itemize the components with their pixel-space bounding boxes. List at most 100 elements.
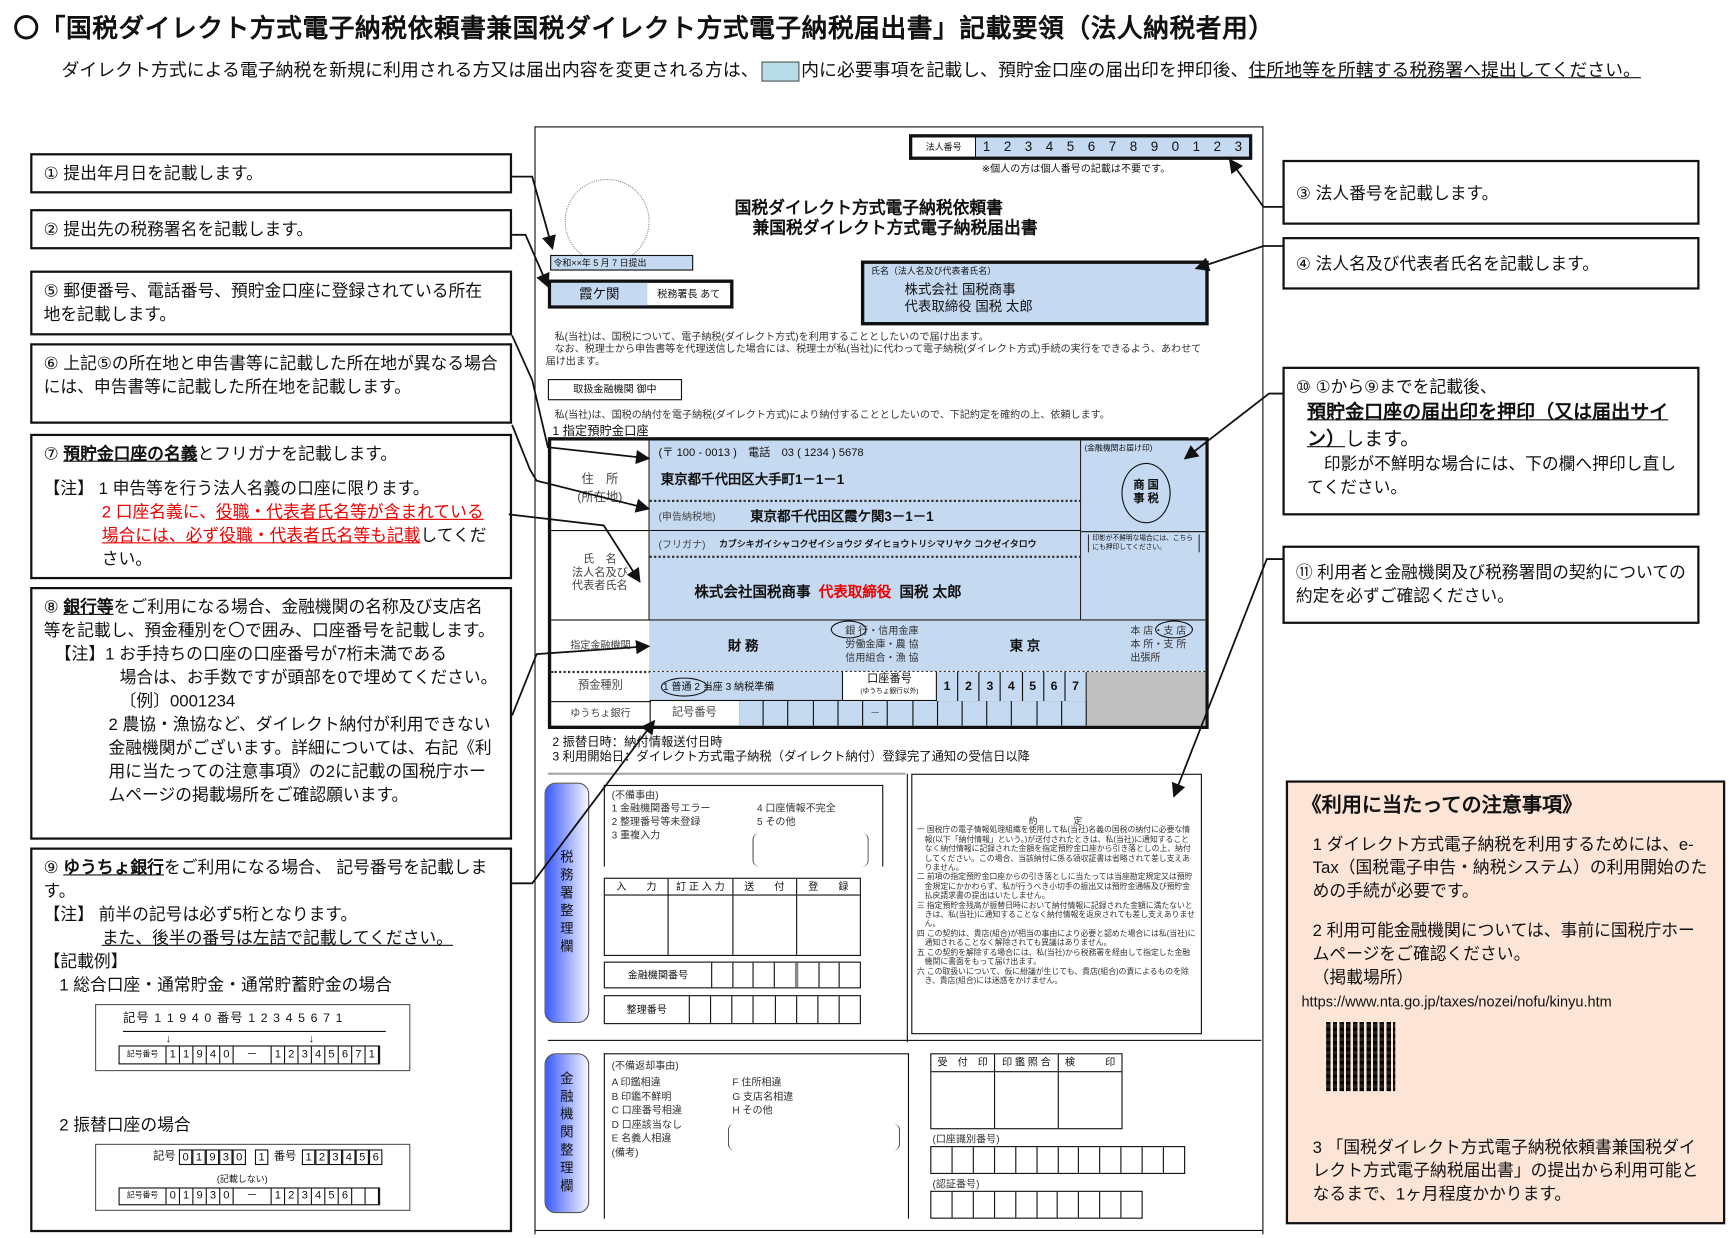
auth-number-box — [1016, 1191, 1038, 1218]
holder-name: 株式会社国税商事 代表取締役 国税 太郎 — [694, 580, 961, 601]
account-number-label: 口座番号 (ゆうちょ銀行以外) — [841, 671, 937, 702]
example-cell: 9 — [193, 1188, 207, 1205]
tax-place-value: 東京都千代田区霞ケ関3－1－1 — [750, 508, 934, 525]
address-value: 東京都千代田区大手町1－1－1 — [660, 471, 845, 488]
form-title-2: 兼国税ダイレクト方式電子納税届出書 — [752, 219, 1038, 239]
bank-field[interactable]: 財 務 銀 行・信用金庫労働金庫・農 協信用組合・漁 協 東 京 本 店・支 店… — [649, 620, 1206, 671]
request-text: 私(当社)は、国税の納付を電子納税(ダイレクト方式)により納付することとしたいの… — [554, 409, 1110, 421]
account-id-label: (口座識別番号) — [932, 1133, 1000, 1145]
return-item: C 口座番号相違 — [611, 1104, 683, 1116]
note-3-text: ③ 法人番号を記載します。 — [1295, 184, 1499, 204]
note-1-text: ① 提出年月日を記載します。 — [43, 164, 263, 184]
bank-number-box — [798, 962, 820, 988]
branch-type-2: 本 所・支 所 — [1130, 638, 1187, 650]
processing-column: 送 付 — [732, 878, 797, 955]
holder-field[interactable]: (フリガナ) カブシキガイシャコクゼイショウジ ダイヒョウトリシマリヤク コクゼ… — [649, 531, 1082, 621]
example-cell: 2 — [285, 1046, 299, 1064]
yucho-cell — [913, 701, 938, 726]
usage-notes-title: 《利用に当たっての注意事項》 — [1301, 793, 1583, 817]
auth-number-box — [1122, 1192, 1142, 1218]
return-item: H その他 — [732, 1104, 773, 1116]
note-10: ⑩ ①から⑨までを記載後、 預貯金口座の届出印を押印（又は届出サイン）します。 … — [1282, 366, 1700, 516]
auth-number-box — [1058, 1191, 1080, 1218]
terms-item: 四 この契約は、貴店(組合)が相当の事由により必要と認めた場合には私(当社)に通… — [916, 930, 1196, 948]
bank-number-box — [754, 962, 776, 988]
corp-digit: 3 — [1234, 138, 1243, 155]
address-field[interactable]: (〒 100 - 0013 ) 電話 03 ( 1234 ) 5678 東京都千… — [649, 440, 1082, 532]
seal-note: 印影が不鮮明な場合には、こちらにも押印してください。 — [1087, 534, 1200, 553]
example-cell: 9 — [193, 1046, 207, 1064]
section-2: 2 振替日時：納付情報送付日時 — [552, 735, 723, 750]
account-sublabel: (ゆうちょ銀行以外) — [860, 688, 919, 696]
note-4: ④ 法人名及び代表者氏名を記載します。 — [1282, 237, 1700, 290]
example-cell: 5 — [325, 1046, 339, 1064]
subtitle-text: ダイレクト方式による電子納税を新規に利用される方又は届出内容を変更される方は、 — [61, 61, 759, 81]
deposit-type-field[interactable]: 1 普通 2 当座 3 納税準備 — [649, 671, 842, 702]
defect-item: 2 整理番号等未登録 — [611, 816, 701, 828]
processing-column: 訂 正 入 力 — [668, 878, 733, 955]
example-dash: － — [234, 1046, 272, 1064]
stamp-header: 検 印 — [1058, 1054, 1122, 1073]
reference-number-box — [840, 996, 860, 1023]
yucho-cell — [1012, 701, 1038, 726]
account-digit: 3 — [980, 671, 1002, 702]
yucho-number-field[interactable]: － — [739, 701, 1087, 726]
reference-number-box — [818, 996, 840, 1024]
yucho-cell — [888, 701, 913, 726]
seal-text-2: 事 税 — [1133, 493, 1159, 506]
account-id-box — [953, 1147, 974, 1173]
corp-digit: 3 — [1024, 138, 1033, 155]
example-cell: 1 — [180, 1046, 194, 1064]
tax-office-field[interactable]: 霞ケ関 税務署長 あて — [547, 279, 734, 309]
note-9-note-a: 【注】 前半の記号は必ず5桁となります。 — [43, 905, 358, 925]
note-10-head: ⑩ ①から⑨までを記載後、 — [1295, 377, 1497, 397]
account-id-box — [931, 1147, 953, 1173]
processing-header: 入 力 — [604, 879, 668, 896]
subtitle: ダイレクト方式による電子納税を新規に利用される方又は届出内容を変更される方は、内… — [61, 55, 1641, 82]
note-6: ⑥ 上記⑤の所在地と申告書等に記載した所在地が異なる場合には、申告書等に記載した… — [30, 343, 513, 424]
example-cell: 4 — [312, 1188, 326, 1205]
corp-digit: 6 — [1087, 138, 1096, 155]
example-cell: 9 — [205, 1149, 220, 1166]
bank-number-box — [775, 962, 799, 988]
seal-field[interactable]: (金融機関お届け印) 商 国事 税 印影が不鮮明な場合には、こちらにも押印してく… — [1081, 440, 1206, 621]
defect-item: 4 口座情報不完全 — [756, 802, 836, 814]
example-cell: 0 — [178, 1149, 193, 1166]
reference-number-label: 整理番号 — [605, 996, 690, 1024]
sections-2-3: 2 振替日時：納付情報送付日時 3 利用開始日：ダイレクト方式電子納税（ダイレク… — [552, 736, 1030, 765]
kigo-label: 記号番号 — [650, 701, 741, 726]
example-cell: 3 — [207, 1188, 221, 1205]
terms-item: 一 国税庁の電子情報処理組織を使用して私(当社)名義の国税の納付に必要な情報(以… — [916, 826, 1191, 873]
example-cell: 3 — [299, 1046, 312, 1064]
account-id-box — [974, 1147, 995, 1173]
usage-note-3: 3 「国税ダイレクト方式電子納税依頼書兼国税ダイレクト方式電子納税届出書」の提出… — [1312, 1138, 1699, 1205]
example-cell: 6 — [339, 1188, 353, 1205]
example-cell: 6 — [339, 1046, 353, 1064]
usage-note-place: （掲載場所） — [1312, 968, 1414, 988]
account-id-boxes — [930, 1146, 1186, 1175]
taxpayer-name-field[interactable]: 氏名（法人名及び代表者氏名） 株式会社 国税商事 代表取締役 国税 太郎 — [860, 260, 1209, 326]
note-8-text: をご利用になる場合、金融機関の名称及び支店名等を記載し、預金種別を〇で囲み、口座… — [43, 598, 495, 641]
tax-office-use-pill: 税務署整理欄 — [544, 782, 590, 1024]
usage-note-url[interactable]: https://www.nta.go.jp/taxes/nozei/nofu/k… — [1301, 992, 1612, 1010]
defect-item: 1 金融機関番号エラー — [611, 802, 711, 814]
stamp-table: 受 付 印印 鑑 照 合検 印 — [930, 1053, 1123, 1130]
example-cell: 4 — [312, 1046, 326, 1064]
bank-type-selected-circle — [830, 620, 867, 639]
form-title-1: 国税ダイレクト方式電子納税依頼書 — [734, 199, 1003, 219]
account-label: 口座番号 — [867, 673, 912, 686]
note-10-sub: 印影が不鮮明な場合には、下の欄へ押印し直してください。 — [1307, 455, 1677, 498]
account-id-box — [1143, 1147, 1165, 1173]
furigana-value: カブシキガイシャコクゼイショウジ ダイヒョウトリシマリヤク コクゼイタロウ — [718, 538, 1037, 549]
reference-number-box — [711, 996, 733, 1024]
example-label: 記号番号 — [120, 1046, 167, 1064]
submission-date-field[interactable]: 令和××年 5 月 7 日提出 — [550, 254, 694, 271]
stamp-header: 印 鑑 照 合 — [995, 1054, 1058, 1073]
input-area-swatch — [760, 61, 799, 82]
note-9-example-head: 【記載例】 — [43, 952, 128, 972]
